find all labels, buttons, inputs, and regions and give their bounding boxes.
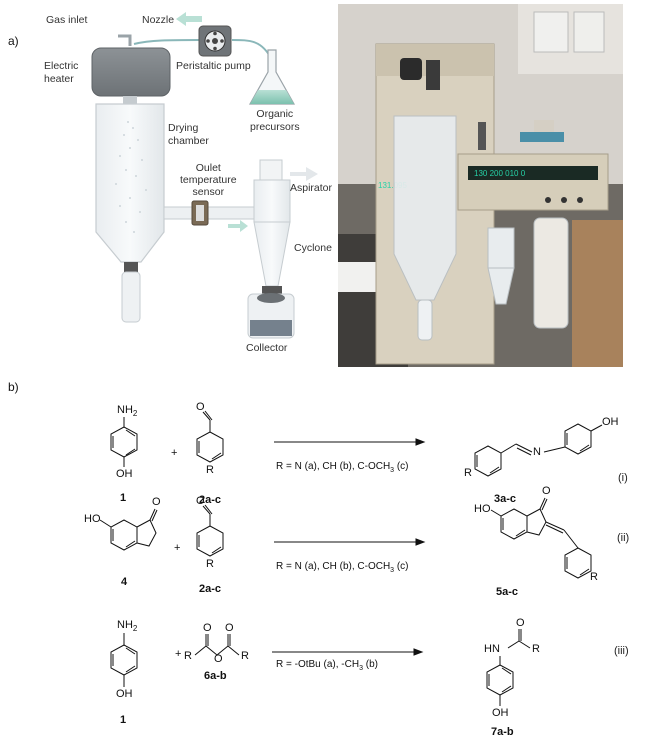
collector-label: Collector: [246, 342, 288, 354]
r1-aldehyde-oxygen: O: [196, 401, 205, 413]
spray-particles: [115, 121, 147, 233]
r1-product-oh: OH: [602, 416, 619, 428]
r2-aldehyde-r: R: [206, 558, 214, 570]
r1-product-ring-left: [474, 445, 502, 477]
r1-compound-number: 1: [120, 492, 127, 504]
r1-tag: (i): [618, 472, 628, 484]
flow-arrow-icon-2: [228, 220, 248, 232]
r1-aldehyde-ring: [196, 431, 224, 463]
r3-plus: +: [175, 648, 182, 660]
r2-product-carbonyl: O: [542, 485, 551, 497]
r3-anhydride-r-right: R: [241, 650, 249, 662]
r3-anhydride-o-right: O: [225, 622, 234, 634]
r2-plus: +: [174, 542, 181, 554]
r3-anhydride-o-mid: O: [214, 653, 223, 665]
instrument-photo: 131.095 130 200 010 0: [338, 4, 623, 367]
r2-aldehyde-oxygen: O: [196, 495, 205, 507]
r2-product-indanone: [500, 508, 528, 540]
r2-product-r: R: [590, 571, 598, 583]
r2-compound-number: 4: [121, 576, 128, 588]
r1-product-n: N: [533, 446, 541, 458]
nozzle-label: Nozzle: [142, 14, 175, 26]
aspirator-label: Aspirator: [290, 182, 333, 194]
r3-hydroxyl-label: OH: [116, 688, 133, 700]
organic-precursors-label: Organic precursors: [250, 108, 300, 133]
drying-chamber: [95, 103, 165, 263]
r1-product-r: R: [464, 467, 472, 479]
r2-indanone-ring: [110, 519, 138, 551]
feed-tube: [133, 39, 201, 45]
r1-condition: R = N (a), CH (b), C-OCH3 (c): [276, 461, 409, 474]
r2-carbonyl-label: O: [152, 496, 161, 508]
r2-aldehyde-ring: [196, 525, 224, 557]
r2-condition: R = N (a), CH (b), C-OCH3 (c): [276, 561, 409, 574]
r1-amine-label: NH2: [117, 404, 138, 419]
r2-hydroxyl-label: HO: [84, 513, 101, 525]
panel-b-label: b): [8, 380, 19, 394]
r3-tag: (iii): [614, 645, 629, 657]
r3-product-ring: [486, 664, 514, 696]
display-left-readout: 131.095: [378, 181, 407, 190]
r3-anhydride-o-left: O: [203, 622, 212, 634]
r1-product-number: 3a-c: [494, 493, 517, 505]
r2-product-hydroxyl: HO: [474, 503, 491, 515]
r3-amine-label: NH2: [117, 619, 138, 634]
r3-product-number: 7a-b: [491, 726, 514, 738]
aspirator-arrow-icon: [290, 167, 318, 181]
panel-a-label: a): [8, 34, 19, 48]
flow-arrow-icon: [176, 12, 202, 26]
r3-product-r: R: [532, 643, 540, 655]
r3-product-nh: HN: [484, 643, 500, 655]
display-right-readout: 130 200 010 0: [474, 169, 526, 178]
r3-anhydride: [194, 645, 240, 656]
r1-hydroxyl-label: OH: [116, 468, 133, 480]
r1-aldehyde-number: 2a-c: [199, 494, 222, 506]
r2-tag: (ii): [617, 532, 630, 544]
r3-condition: R = -OtBu (a), -CH3 (b): [276, 659, 378, 672]
r3-product-carbonyl: O: [516, 617, 525, 629]
r1-product-ring-right: [564, 423, 592, 455]
r3-product-oh: OH: [492, 707, 509, 719]
gas-inlet-tube: [118, 34, 132, 46]
r3-compound-number: 1: [120, 714, 127, 726]
r3-anhydride-r-left: R: [184, 650, 192, 662]
electric-heater-label: Electric heater: [44, 60, 79, 85]
r2-product-pyridine: [564, 547, 592, 579]
drying-chamber-label: Drying chamber: [168, 122, 209, 147]
r2-product-number: 5a-c: [496, 586, 519, 598]
r2-aldehyde-number: 2a-c: [199, 583, 222, 595]
gas-inlet-label: Gas inlet: [46, 14, 88, 26]
r1-aminophenol-ring: [110, 426, 138, 458]
r1-aldehyde-r: R: [206, 464, 214, 476]
r1-plus: +: [171, 447, 178, 459]
chamber-waste-vial: [121, 271, 141, 323]
peristaltic-pump-label: Peristaltic pump: [176, 60, 251, 72]
cyclone-label: Cyclone: [294, 242, 332, 254]
outlet-sensor-label: Oulet temperature sensor: [180, 162, 237, 198]
r3-anhydride-number: 6a-b: [204, 670, 227, 682]
cyclone-top: [253, 179, 291, 223]
r3-aminophenol-ring: [110, 644, 138, 676]
